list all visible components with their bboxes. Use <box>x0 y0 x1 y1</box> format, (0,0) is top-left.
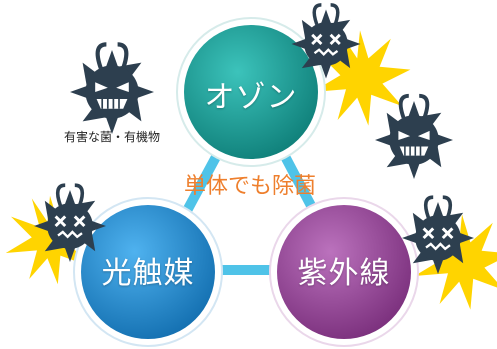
photocatalyst-circle <box>73 197 223 347</box>
germ-icon-right <box>373 93 455 181</box>
ultraviolet-label: 紫外線 <box>297 256 391 291</box>
ozone-circle <box>176 17 326 167</box>
center-caption: 単体でも除菌 <box>183 174 316 199</box>
germ-icon-left <box>70 44 154 134</box>
ozone-label: オゾン <box>204 80 298 115</box>
ultraviolet-circle <box>269 197 419 347</box>
germ-caption: 有害な菌・有機物 <box>63 130 160 144</box>
photocatalyst-label: 光触媒 <box>101 256 195 291</box>
